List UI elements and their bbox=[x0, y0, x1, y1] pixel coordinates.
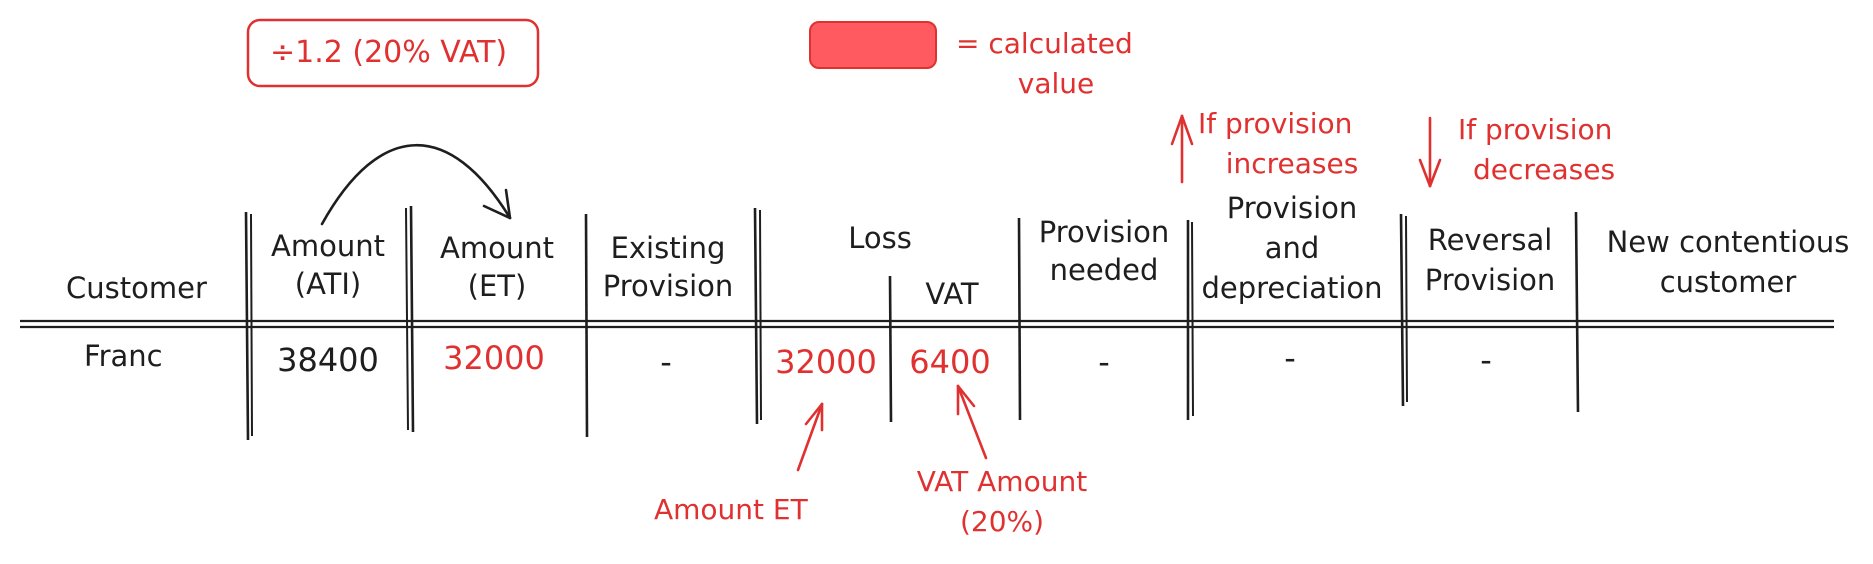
cell-provision-needed: - bbox=[1098, 343, 1110, 381]
legend-label-line2: value bbox=[1017, 67, 1095, 100]
conversion-arrow bbox=[320, 143, 512, 226]
header-reversal-provision-line2: Provision bbox=[1424, 263, 1556, 297]
increase-note-line2: increases bbox=[1225, 147, 1359, 180]
header-existing-provision-line2: Provision bbox=[602, 269, 734, 303]
cell-provision-depreciation: - bbox=[1284, 339, 1296, 377]
header-amount-ati-line2: (ATI) bbox=[294, 267, 362, 301]
vat-amount-arrow bbox=[956, 384, 988, 460]
header-provision-depreciation-line2: and bbox=[1264, 231, 1320, 265]
header-provision-needed: Provision bbox=[1038, 215, 1170, 249]
cell-reversal-provision: - bbox=[1480, 341, 1492, 379]
header-customer: Customer bbox=[66, 271, 207, 305]
cell-amount-ati: 38400 bbox=[277, 341, 379, 379]
cell-amount-et: 32000 bbox=[443, 339, 545, 377]
formula-box bbox=[246, 18, 540, 88]
header-new-contentious-customer: New contentious bbox=[1606, 225, 1850, 259]
decrease-note-line2: decreases bbox=[1472, 153, 1616, 186]
cell-existing-provision: - bbox=[660, 343, 672, 381]
increase-arrow bbox=[1170, 114, 1194, 184]
column-separators-double bbox=[250, 207, 1408, 437]
formula-note: ÷1.2 (20% VAT) bbox=[270, 35, 508, 70]
header-reversal-provision: Reversal bbox=[1427, 223, 1553, 257]
header-new-contentious-customer-line2: customer bbox=[1659, 265, 1797, 299]
amount-et-arrow bbox=[796, 402, 824, 472]
decrease-note: If provision bbox=[1458, 113, 1613, 146]
column-separators bbox=[244, 205, 1580, 441]
header-vat: VAT bbox=[925, 277, 979, 311]
header-provision-needed-line2: needed bbox=[1049, 253, 1159, 287]
amount-et-note: Amount ET bbox=[654, 493, 808, 526]
cell-loss-vat: 6400 bbox=[909, 343, 991, 381]
vat-amount-note: VAT Amount bbox=[916, 465, 1088, 498]
table-header-rule bbox=[20, 319, 1834, 329]
header-amount-ati: Amount bbox=[271, 229, 385, 263]
header-provision-depreciation: Provision bbox=[1226, 191, 1358, 225]
header-amount-et: Amount bbox=[440, 231, 554, 265]
legend-label: = calculated bbox=[956, 27, 1133, 60]
header-loss: Loss bbox=[848, 221, 912, 255]
cell-customer: Franc bbox=[84, 339, 163, 373]
calculated-value-swatch bbox=[809, 21, 937, 69]
decrease-arrow bbox=[1418, 116, 1442, 188]
cell-loss-et: 32000 bbox=[775, 343, 877, 381]
header-amount-et-line2: (ET) bbox=[467, 269, 527, 303]
header-existing-provision: Existing bbox=[610, 231, 726, 265]
header-provision-depreciation-line3: depreciation bbox=[1201, 271, 1383, 305]
increase-note: If provision bbox=[1198, 107, 1353, 140]
vat-amount-note-line2: (20%) bbox=[959, 505, 1045, 538]
